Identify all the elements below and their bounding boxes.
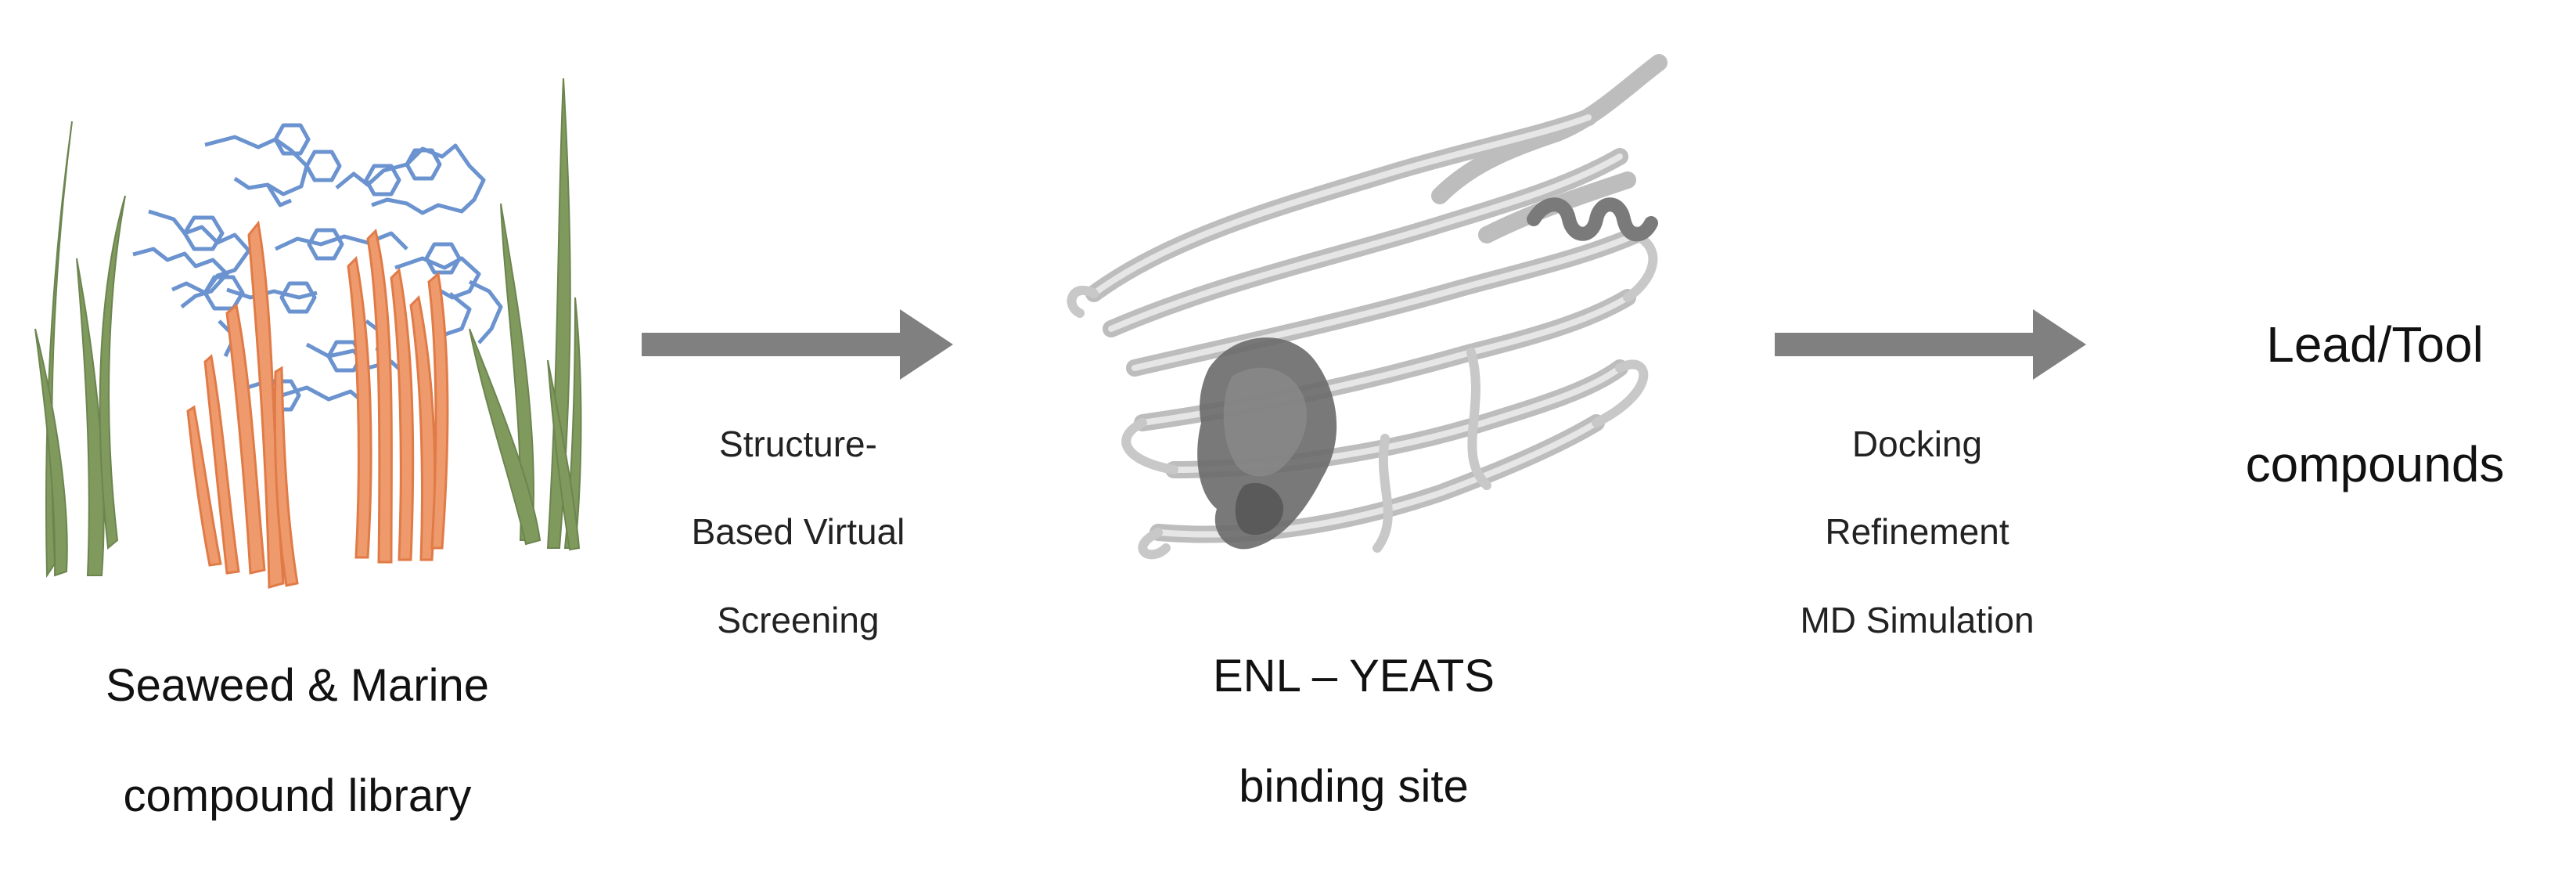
screening-step-line3: Screening [717, 599, 880, 640]
refinement-step-line3: MD Simulation [1800, 599, 2035, 640]
refinement-step-line1: Docking [1851, 424, 1983, 465]
refinement-step-line2: Refinement [1825, 511, 2009, 553]
screening-step-line1: Structure- [719, 424, 877, 465]
molecule-structures-icon [132, 123, 503, 412]
refinement-step-label: Docking Refinement MD Simulation [1753, 378, 2081, 686]
arrow-2-icon [1775, 309, 2086, 380]
library-label: Seaweed & Marine compound library [47, 603, 548, 880]
target-label-line1: ENL – YEATS [1213, 650, 1495, 701]
result-label: Lead/Tool compounds [2207, 254, 2543, 555]
library-label-line1: Seaweed & Marine [105, 659, 490, 711]
screening-step-label: Structure- Based Virtual Screening [649, 378, 947, 686]
target-label: ENL – YEATS binding site [1119, 593, 1588, 871]
screening-step-line2: Based Virtual [691, 511, 905, 553]
target-label-line2: binding site [1239, 761, 1469, 813]
binding-site-surface-icon [1197, 337, 1337, 550]
green-seaweed-icon [34, 78, 582, 579]
result-label-line2: compounds [2245, 436, 2505, 493]
protein-ribbon-structure [1067, 54, 1668, 560]
library-label-line2: compound library [123, 770, 472, 822]
seaweed-molecules-illustration [34, 78, 582, 589]
arrow-1-icon [642, 309, 953, 380]
orange-seaweed-icon [186, 220, 449, 589]
workflow-diagram [34, 54, 2086, 589]
result-label-line1: Lead/Tool [2266, 316, 2484, 373]
helix-icon [1527, 197, 1658, 242]
